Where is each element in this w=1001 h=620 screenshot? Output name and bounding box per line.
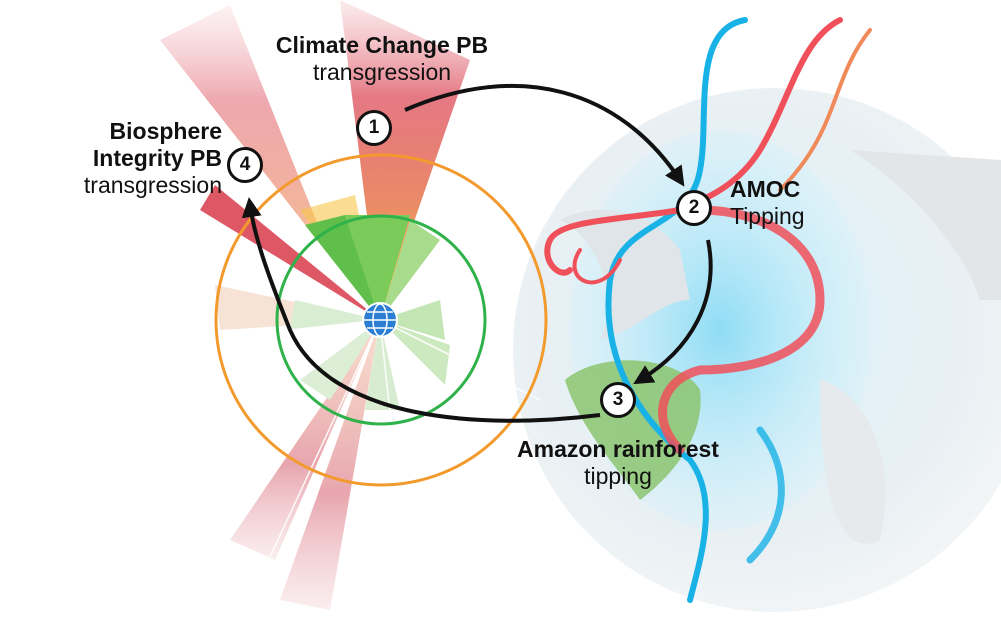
amoc-title: AMOC (730, 176, 801, 202)
step-3-badge: 3 (600, 382, 636, 418)
step-1-badge: 1 (356, 110, 392, 146)
planetary-boundaries-chart (160, 0, 561, 610)
amazon-title: Amazon rainforest (517, 436, 719, 462)
feedback-arrows (241, 83, 713, 423)
biosphere-title-1: Biosphere (109, 118, 222, 144)
amazon-label: Amazon rainforest tipping (500, 436, 736, 490)
step-4-badge: 4 (227, 147, 263, 183)
arrow-1-to-2 (404, 83, 685, 187)
climate-sub: transgression (312, 59, 452, 85)
step-2-badge: 2 (676, 190, 712, 226)
biosphere-sub: transgression (83, 172, 222, 198)
biosphere-title-2: Integrity PB (92, 145, 222, 171)
globe (513, 88, 1001, 612)
high-risk-ring (214, 153, 548, 487)
arrow-3-to-4 (241, 197, 601, 423)
arrow-2-to-3 (633, 239, 713, 385)
safe-boundary-ring (275, 214, 487, 426)
amoc-label: AMOC Tipping (730, 176, 805, 230)
climate-title: Climate Change PB (275, 32, 489, 58)
amazon-sub: tipping (584, 463, 652, 489)
biosphere-label: Biosphere Integrity PB transgression (40, 118, 222, 199)
amoc-sub: Tipping (730, 203, 805, 229)
climate-change-label: Climate Change PB transgression (262, 32, 502, 86)
